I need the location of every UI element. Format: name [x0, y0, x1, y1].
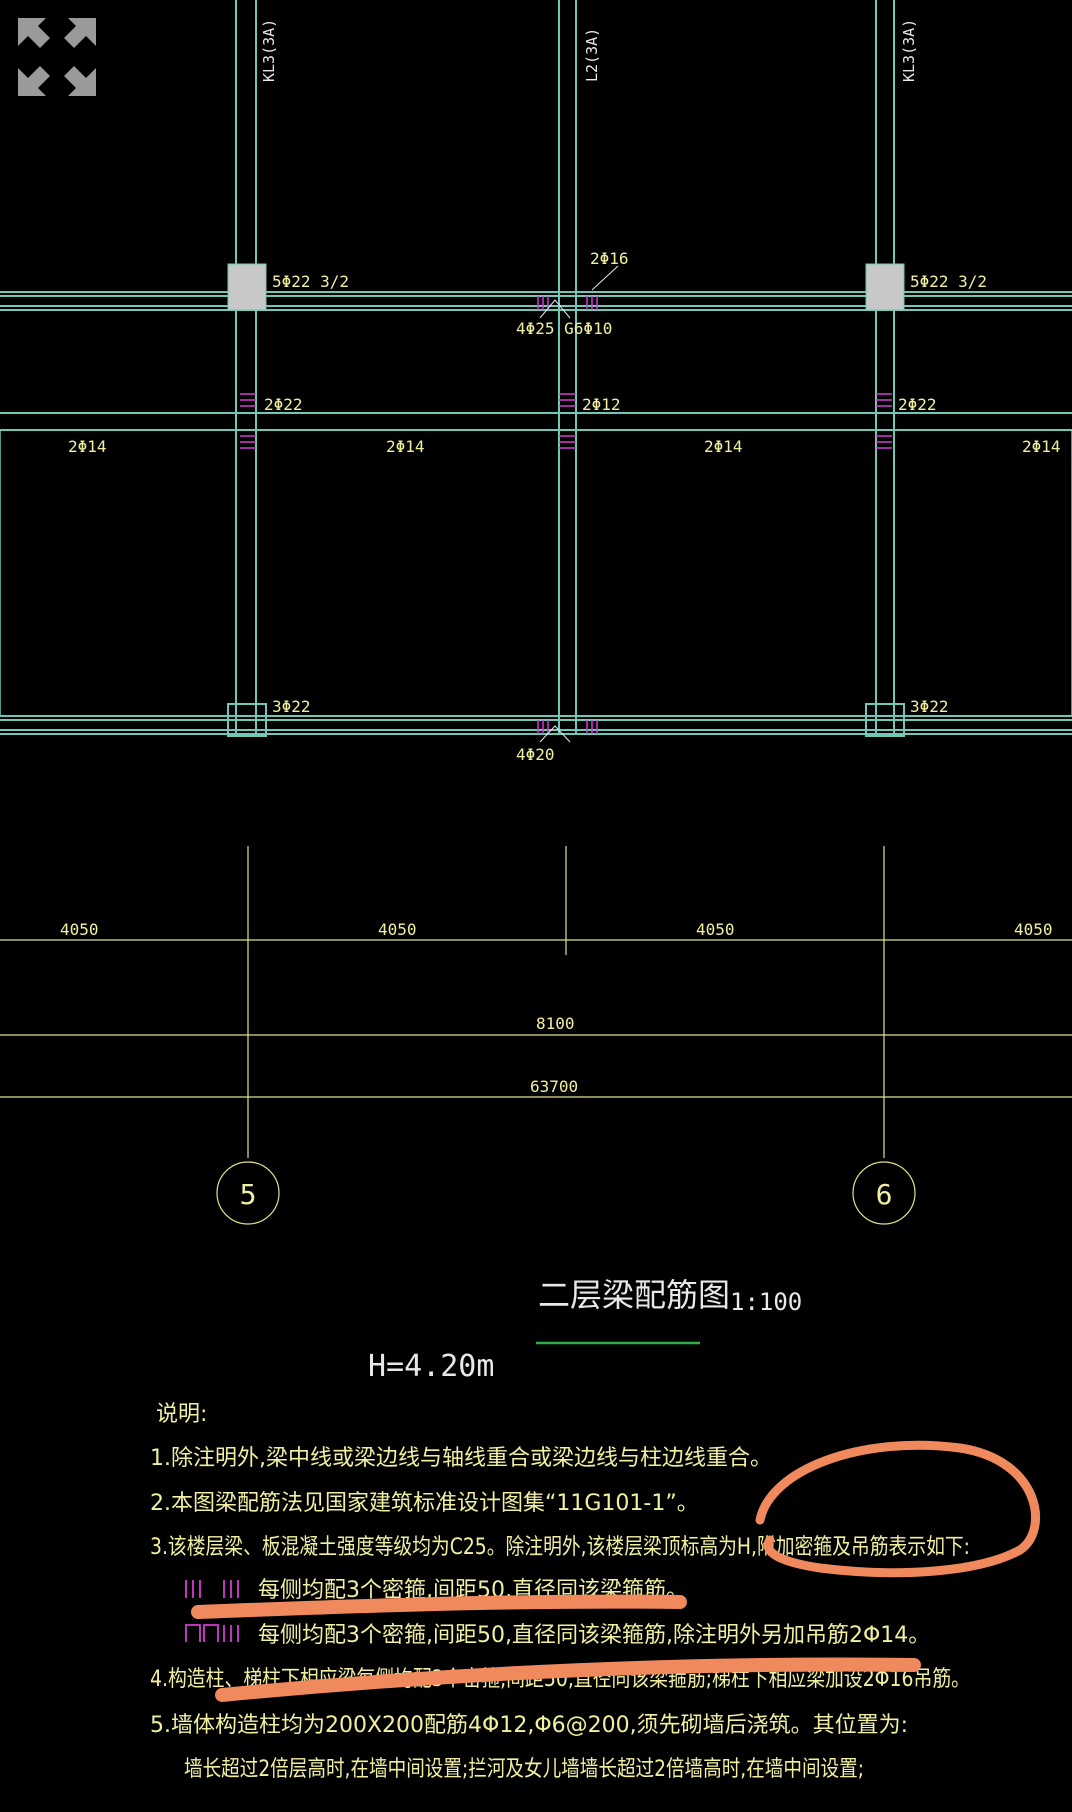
rebar-label: 5Φ22 3/2 — [272, 272, 349, 291]
beam-grid — [0, 0, 1072, 735]
note-5: 5.墙体构造柱均为200X200配筋4Φ12,Φ6@200,须先砌墙后浇筑。其位… — [150, 1713, 908, 1738]
note-5a: 墙长超过2倍层高时,在墙中间设置;拦河及女儿墙墙长超过2倍墙高时,在墙中间设置; — [184, 1757, 864, 1782]
dim-label: 4050 — [378, 920, 417, 939]
dim-label: 4050 — [60, 920, 99, 939]
rebar-label: 3Φ22 — [272, 697, 311, 716]
dim-label: 63700 — [530, 1077, 578, 1096]
hand-markup — [191, 1440, 1040, 1702]
column-bottom-right — [865, 703, 905, 737]
note-2: 2.本图梁配筋法见国家建筑标准设计图集“11G101-1”。 — [150, 1491, 699, 1516]
dim-label: 4050 — [696, 920, 735, 939]
beam-label-left: KL3(3A) — [260, 19, 278, 82]
rebar-label: 2Φ14 — [386, 437, 425, 456]
rebar-label: 3Φ22 — [910, 697, 949, 716]
note-3b: 每侧均配3个密箍,间距50,直径同该梁箍筋,除注明外另加吊筋2Φ14。 — [258, 1623, 930, 1648]
axis-bubble-6 — [852, 1161, 916, 1225]
rebar-label: 5Φ22 3/2 — [910, 272, 987, 291]
axis-label-6: 6 — [876, 1178, 893, 1211]
drawing-scale: 1:100 — [730, 1288, 802, 1316]
rebar-label: 4Φ25 G6Φ10 — [516, 319, 612, 338]
fullscreen-button[interactable] — [10, 10, 100, 100]
column-top-left — [227, 263, 267, 311]
beam-label-middle: L2(3A) — [583, 28, 601, 82]
leader-lines — [539, 265, 619, 743]
rebar-label: 2Φ22 — [898, 395, 937, 414]
notes-heading: 说明: — [156, 1402, 207, 1427]
stirrup-marks — [240, 296, 892, 734]
floor-height: H=4.20m — [368, 1349, 494, 1384]
axis-label-5: 5 — [240, 1178, 257, 1211]
note-3: 3.该楼层梁、板混凝土强度等级均为C25。除注明外,该楼层梁顶标高为H,附加密箍… — [150, 1535, 970, 1560]
rebar-label: 2Φ16 — [590, 249, 629, 268]
rebar-label: 2Φ14 — [1022, 437, 1061, 456]
column-top-right — [865, 263, 905, 311]
dimension-lines — [0, 846, 1072, 1225]
rebar-label: 4Φ20 — [516, 745, 555, 764]
hanger-legend-icons — [185, 1580, 239, 1642]
drawing-title: 二层梁配筋图 — [538, 1276, 730, 1314]
column-bottom-left — [227, 703, 267, 737]
note-1: 1.除注明外,梁中线或梁边线与轴线重合或梁边线与柱边线重合。 — [150, 1446, 772, 1471]
rebar-label: 2Φ22 — [264, 395, 303, 414]
expand-arrows-icon — [18, 18, 96, 96]
rebar-label: 2Φ12 — [582, 395, 621, 414]
rebar-label: 2Φ14 — [68, 437, 107, 456]
rebar-label: 2Φ14 — [704, 437, 743, 456]
axis-bubble-5 — [216, 1161, 280, 1225]
dim-label: 8100 — [536, 1014, 575, 1033]
beam-label-right: KL3(3A) — [900, 19, 918, 82]
dim-label: 4050 — [1014, 920, 1053, 939]
